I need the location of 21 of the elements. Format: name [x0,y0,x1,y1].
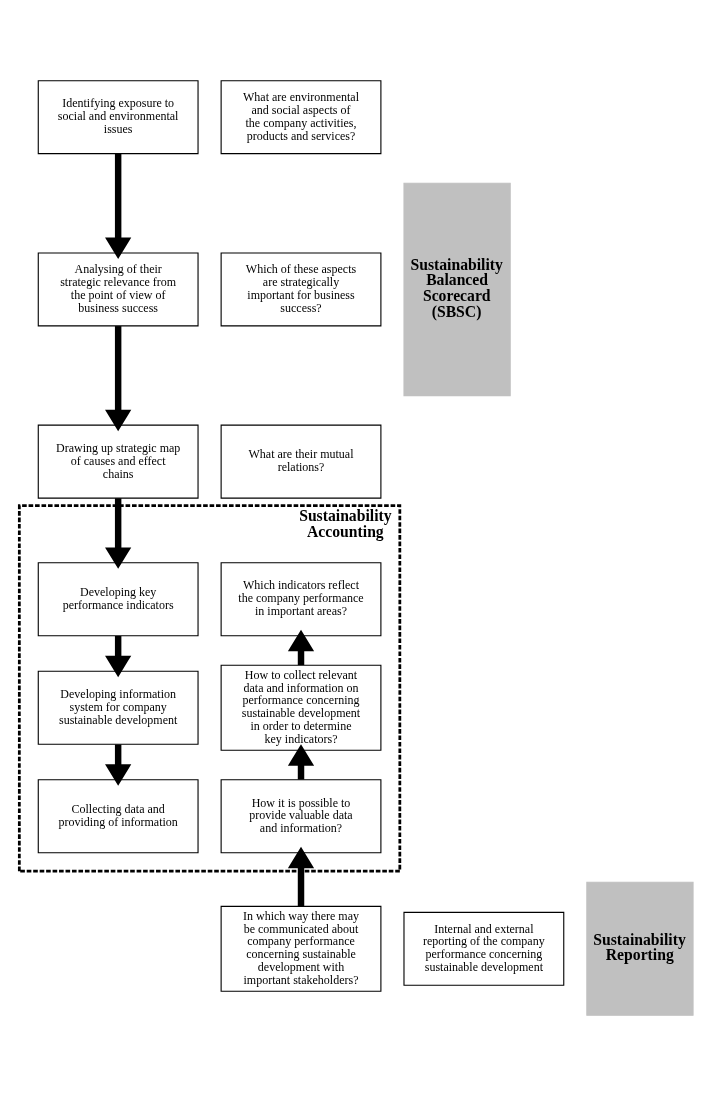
node-box: Which of these aspects are strategically important for business success? [220,251,382,326]
node-box: What are their mutual relations? [220,424,382,499]
node-box: Identifying exposure to social and environmental issues [37,79,199,154]
arrow [287,846,315,906]
node-box: Developing key performance indicators [37,561,199,636]
node-box: What are environmental and social aspects of the company activities, products and services? [220,79,382,154]
node-box: Sustainability Reporting [586,881,694,1016]
node-box: How to collect relevant data and information on performance concerning sustainable development in order to determine key indicators? [220,664,382,751]
arrow [105,497,132,569]
node-box: Developing information system for company sustainable development [37,670,199,745]
node-box: How it is possible to provide valuable data and information? [220,778,382,853]
node-box: Sustainability Balanced Scorecard (SBSC) [403,182,511,396]
node-box: Analysing of their strategic relevance from the point of view of business success [37,251,199,326]
arrow [105,153,132,259]
node-box: Drawing up strategic map of causes and effect chains [37,424,199,499]
node-box: Collecting data and providing of information [37,778,199,853]
arrow [105,635,132,677]
node-box: Which indicators reflect the company performance in important areas? [220,561,382,636]
node-box: In which way there may be communicated about company performance concerning sustainable development with important stakeholders? [220,905,382,992]
arrow [105,325,132,431]
node-box: Internal and external reporting of the company performance concerning sustainable development [403,911,565,986]
